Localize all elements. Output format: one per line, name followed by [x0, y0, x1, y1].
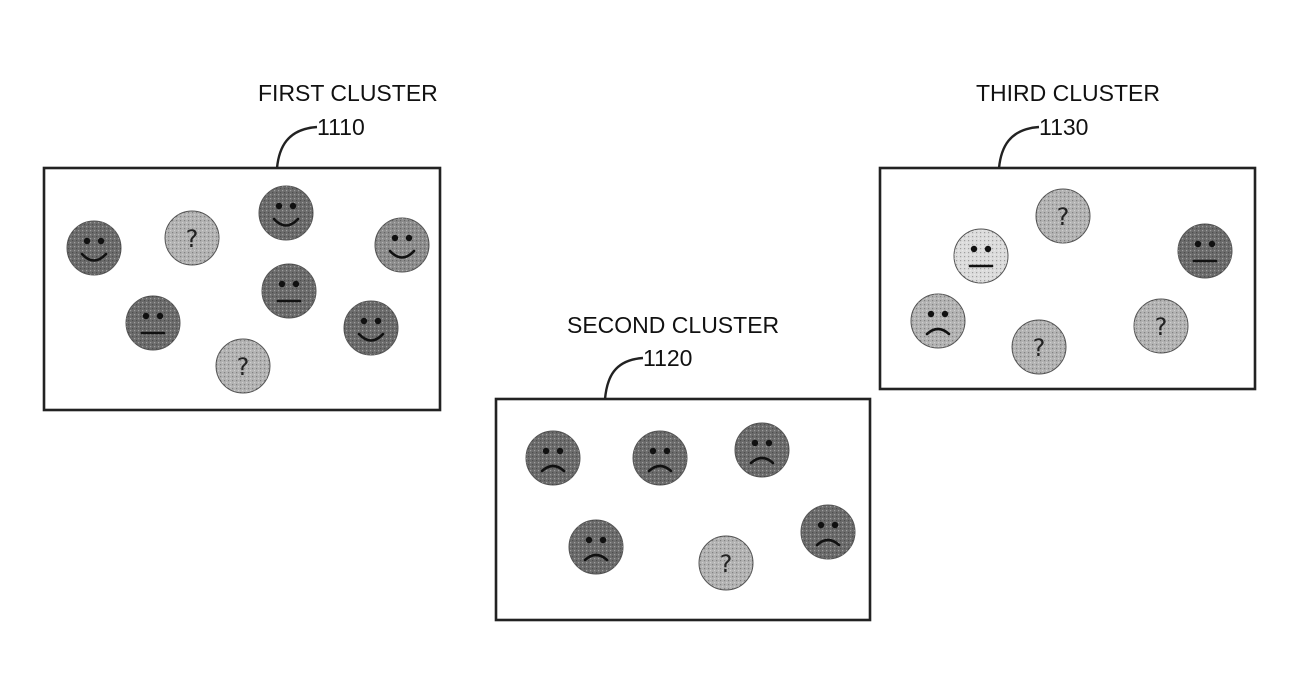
- face-happy-icon: [374, 217, 430, 273]
- question-mark: ?: [720, 550, 733, 578]
- face-sad-icon: [568, 519, 624, 575]
- question-mark: ?: [1057, 203, 1070, 231]
- cluster-3-label: THIRD CLUSTER: [976, 80, 1160, 106]
- cluster-1-label: FIRST CLUSTER: [258, 80, 438, 106]
- cluster-1-reference-number: 1110: [317, 114, 365, 140]
- face-unknown-icon: ?: [215, 338, 271, 394]
- face-unknown-icon: ?: [1133, 298, 1189, 354]
- question-mark: ?: [186, 225, 199, 253]
- cluster-2: SECOND CLUSTER 1120 ?: [494, 312, 872, 622]
- question-mark: ?: [1033, 334, 1046, 362]
- cluster-3: THIRD CLUSTER 1130 ???: [878, 80, 1257, 391]
- face-neutral-icon: [261, 263, 317, 319]
- face-unknown-icon: ?: [698, 535, 754, 591]
- cluster-3-faces: ???: [910, 188, 1233, 375]
- question-mark: ?: [237, 353, 250, 381]
- face-unknown-icon: ?: [1035, 188, 1091, 244]
- cluster-2-leader-line: [603, 356, 644, 400]
- face-neutral-icon: [953, 228, 1009, 284]
- face-happy-icon: [343, 300, 399, 356]
- cluster-2-faces: ?: [525, 422, 856, 591]
- face-sad-icon: [525, 430, 581, 486]
- face-sad-icon: [800, 504, 856, 560]
- cluster-1: FIRST CLUSTER 1110 ??: [42, 80, 442, 412]
- face-neutral-icon: [125, 295, 181, 351]
- face-happy-icon: [258, 185, 314, 241]
- face-sad-icon: [910, 293, 966, 349]
- cluster-3-reference-number: 1130: [1039, 114, 1088, 140]
- cluster-1-leader-line: [275, 125, 318, 169]
- face-unknown-icon: ?: [1011, 319, 1067, 375]
- cluster-2-reference-number: 1120: [643, 345, 692, 371]
- face-sad-icon: [734, 422, 790, 478]
- question-mark: ?: [1155, 313, 1168, 341]
- cluster-3-leader-line: [997, 125, 1040, 169]
- cluster-2-label: SECOND CLUSTER: [567, 312, 779, 338]
- face-neutral-icon: [1177, 223, 1233, 279]
- face-sad-icon: [632, 430, 688, 486]
- cluster-1-faces: ??: [66, 185, 430, 394]
- face-unknown-icon: ?: [164, 210, 220, 266]
- face-happy-icon: [66, 220, 122, 276]
